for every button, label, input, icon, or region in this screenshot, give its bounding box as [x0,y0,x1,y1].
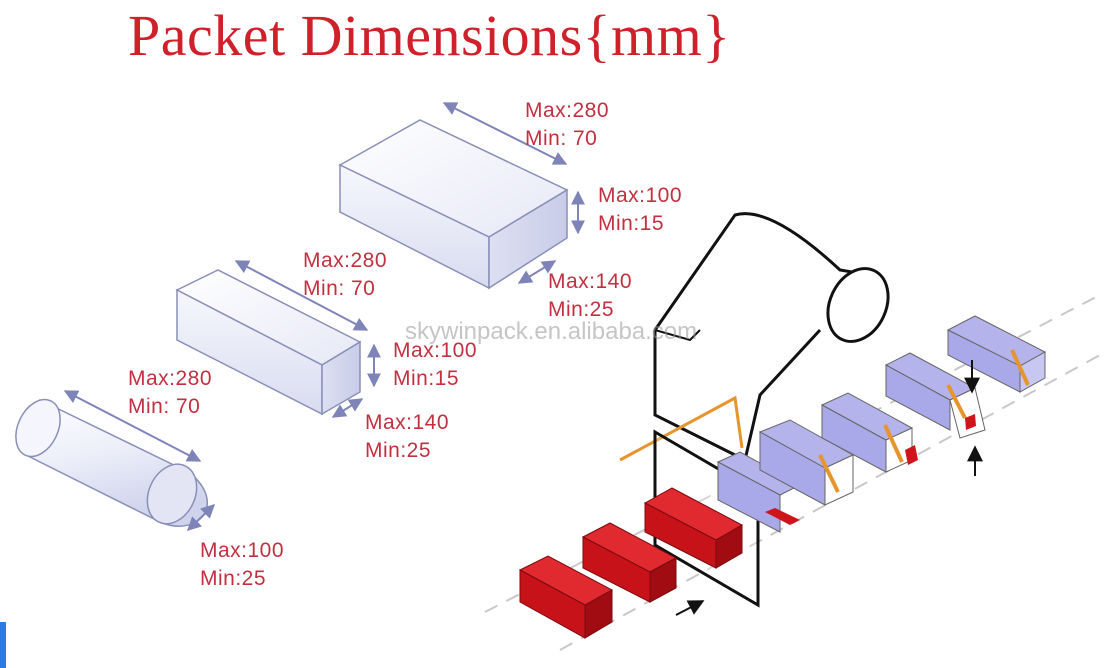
cylinder-diameter-arrow [186,504,216,531]
medium-box-length-arrow [234,260,369,331]
edge-indicator [0,622,6,668]
large-box [338,119,569,290]
watermark: skywinpack.en.alibaba.com [405,318,698,345]
page-title: Packet Dimensions{mm} [128,3,731,68]
large-box-length-arrow [442,102,568,165]
packaging-process-illustration [484,212,1101,651]
large-box-width-arrow [517,260,557,284]
cylinder-length-arrow [63,390,202,462]
medium-box-width-arrow [331,398,364,418]
